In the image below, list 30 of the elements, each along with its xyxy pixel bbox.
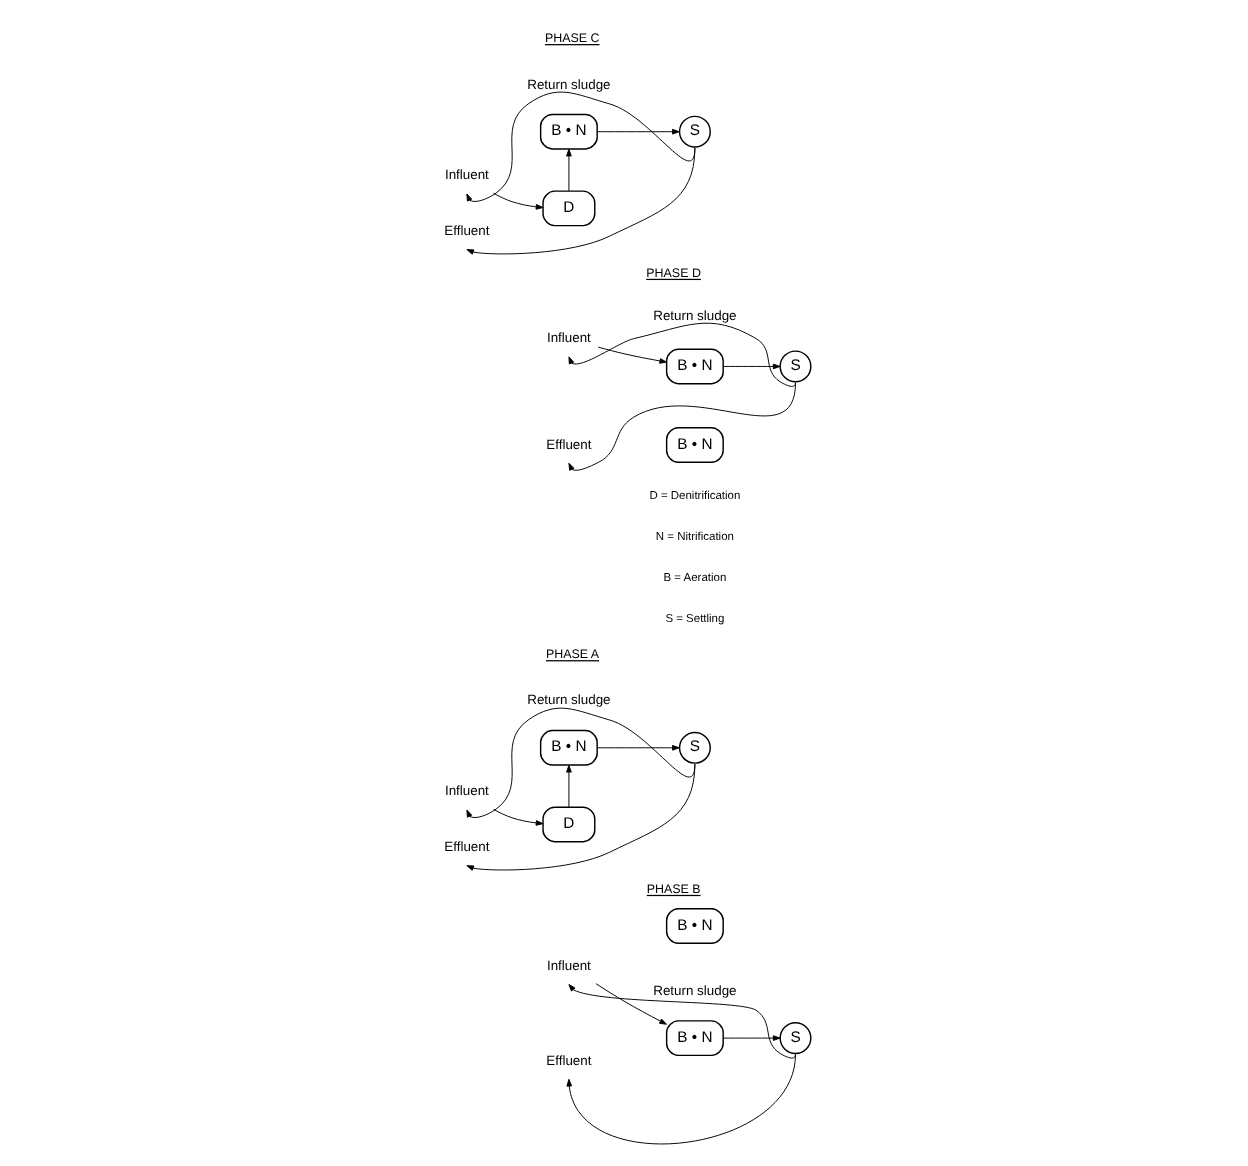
arrow xyxy=(596,744,680,751)
arrow xyxy=(597,346,668,364)
arrow xyxy=(722,1035,781,1041)
arrow xyxy=(566,764,572,808)
node-circle: S xyxy=(678,731,711,764)
node-box: B • N xyxy=(539,113,598,150)
node-circle: S xyxy=(779,350,812,383)
arrow xyxy=(566,1053,796,1145)
arrow xyxy=(595,983,667,1025)
node-circle: S xyxy=(779,1022,812,1055)
arrow xyxy=(568,983,796,1059)
arrow xyxy=(466,147,696,255)
arrow xyxy=(566,148,572,192)
node-box: B • N xyxy=(539,729,598,766)
arrow xyxy=(596,128,680,135)
node-box: B • N xyxy=(665,908,724,944)
arrow xyxy=(493,192,544,210)
node-box: D xyxy=(542,806,596,843)
node-box: B • N xyxy=(665,348,724,385)
node-box: B • N xyxy=(665,1020,724,1057)
arrow xyxy=(493,808,544,826)
arrow xyxy=(466,763,696,871)
arrow xyxy=(568,322,796,387)
arrow xyxy=(466,707,696,819)
arrow xyxy=(466,91,696,202)
arrow xyxy=(568,382,796,471)
node-box: B • N xyxy=(665,427,724,463)
arrow xyxy=(722,363,781,370)
node-box: D xyxy=(542,190,596,227)
node-circle: S xyxy=(678,115,711,148)
